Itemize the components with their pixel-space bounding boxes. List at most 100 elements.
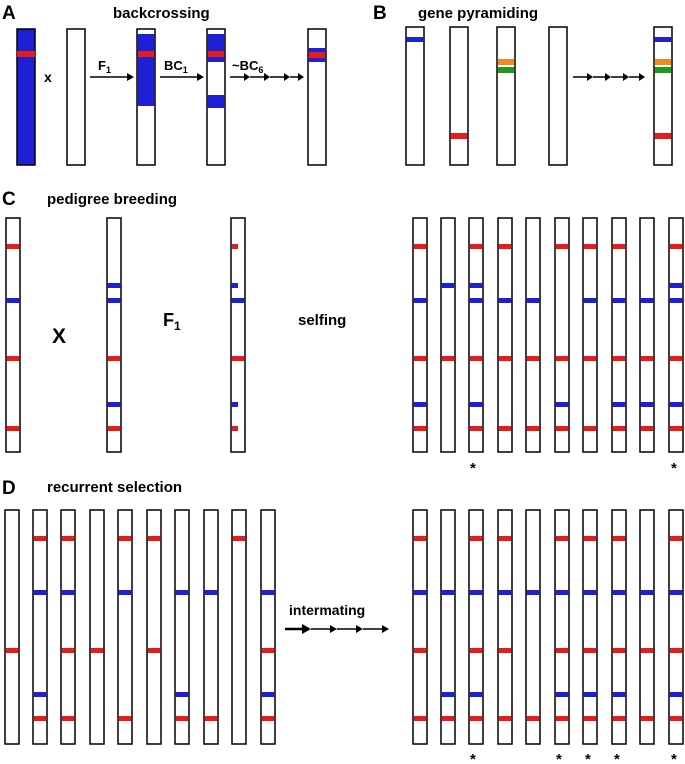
blue-allele (231, 402, 238, 407)
founder-population (4, 509, 276, 745)
panel-d-letter: D (2, 478, 16, 499)
chromosome (611, 509, 627, 745)
blue-allele (669, 402, 683, 407)
blue-allele (175, 590, 189, 595)
cross-symbol: x (44, 69, 52, 85)
red-allele (413, 356, 427, 361)
red-allele (5, 648, 19, 653)
blue-allele (118, 590, 132, 595)
bc6-chromosome (307, 28, 327, 166)
blue-allele (469, 283, 483, 288)
blue-allele (469, 692, 483, 697)
red-allele (61, 716, 75, 721)
red-allele (555, 716, 569, 721)
red-allele (469, 648, 483, 653)
red-allele (583, 536, 597, 541)
recurrent-parent-chromosome (66, 28, 86, 166)
blue-allele (612, 402, 626, 407)
selected-marker: * (614, 751, 620, 764)
blue-allele (583, 298, 597, 303)
red-allele (526, 426, 540, 431)
green-allele (497, 67, 515, 73)
red-allele (61, 648, 75, 653)
red-allele (204, 716, 218, 721)
selected-marker: * (470, 751, 476, 764)
red-allele (583, 426, 597, 431)
red-allele (118, 716, 132, 721)
red-allele (147, 648, 161, 653)
chromosome (582, 217, 598, 453)
red-allele (231, 244, 238, 249)
panel-c: C pedigree breeding X F1 selfing * * (2, 189, 684, 477)
red-allele (147, 536, 161, 541)
red-allele (498, 648, 512, 653)
red-allele (669, 716, 683, 721)
intermating-label: intermating (289, 602, 365, 618)
red-allele (640, 426, 654, 431)
red-allele (33, 536, 47, 541)
red-allele (118, 536, 132, 541)
red-allele (640, 716, 654, 721)
blue-allele (498, 590, 512, 595)
red-allele (612, 648, 626, 653)
blue-allele (441, 283, 455, 288)
pyramiding-arrows (573, 73, 645, 81)
chromosome (639, 217, 655, 453)
red-allele (413, 536, 427, 541)
donor-chromosome (16, 28, 36, 166)
red-allele (413, 244, 427, 249)
chromosome (497, 217, 513, 453)
blue-allele (612, 298, 626, 303)
chromosome (668, 217, 684, 453)
blue-allele (107, 283, 121, 288)
red-allele (555, 648, 569, 653)
blue-allele (413, 590, 427, 595)
blue-allele (469, 402, 483, 407)
blue-allele (669, 590, 683, 595)
f1-label: F1 (98, 58, 111, 75)
selected-marker: * (671, 751, 677, 764)
red-allele (231, 426, 238, 431)
red-allele (469, 244, 483, 249)
blue-allele (33, 692, 47, 697)
panel-c-title: pedigree breeding (47, 191, 177, 208)
chromosome (440, 217, 456, 453)
blue-allele (612, 590, 626, 595)
red-allele (261, 716, 275, 721)
chromosome (525, 509, 541, 745)
blue-allele (406, 37, 424, 42)
red-allele (612, 536, 626, 541)
blue-allele (204, 590, 218, 595)
chromosome (582, 509, 598, 745)
red-allele (669, 244, 683, 249)
panel-b-title: gene pyramiding (418, 5, 538, 22)
red-allele (17, 51, 35, 57)
pyramided-chromosome (653, 26, 673, 166)
red-allele (583, 648, 597, 653)
red-allele (441, 356, 455, 361)
blue-allele (612, 692, 626, 697)
selected-markers: * * * * * (470, 751, 677, 764)
red-allele (469, 536, 483, 541)
panel-b-letter: B (373, 3, 387, 24)
arrowhead (127, 73, 134, 81)
selected-marker: * (671, 460, 677, 477)
red-allele (612, 716, 626, 721)
selected-marker: * (556, 751, 562, 764)
blue-allele (640, 298, 654, 303)
blue-allele (640, 590, 654, 595)
red-allele (498, 356, 512, 361)
chromosome (230, 217, 246, 453)
chromosome (89, 509, 105, 745)
red-allele (90, 648, 104, 653)
blue-allele (498, 298, 512, 303)
red-allele (441, 716, 455, 721)
red-allele (498, 716, 512, 721)
panel-c-letter: C (2, 189, 16, 210)
blue-allele (107, 298, 121, 303)
red-allele (498, 244, 512, 249)
f1-label: F1 (163, 310, 181, 333)
intermating-arrows (285, 624, 389, 634)
orange-allele (654, 59, 672, 65)
